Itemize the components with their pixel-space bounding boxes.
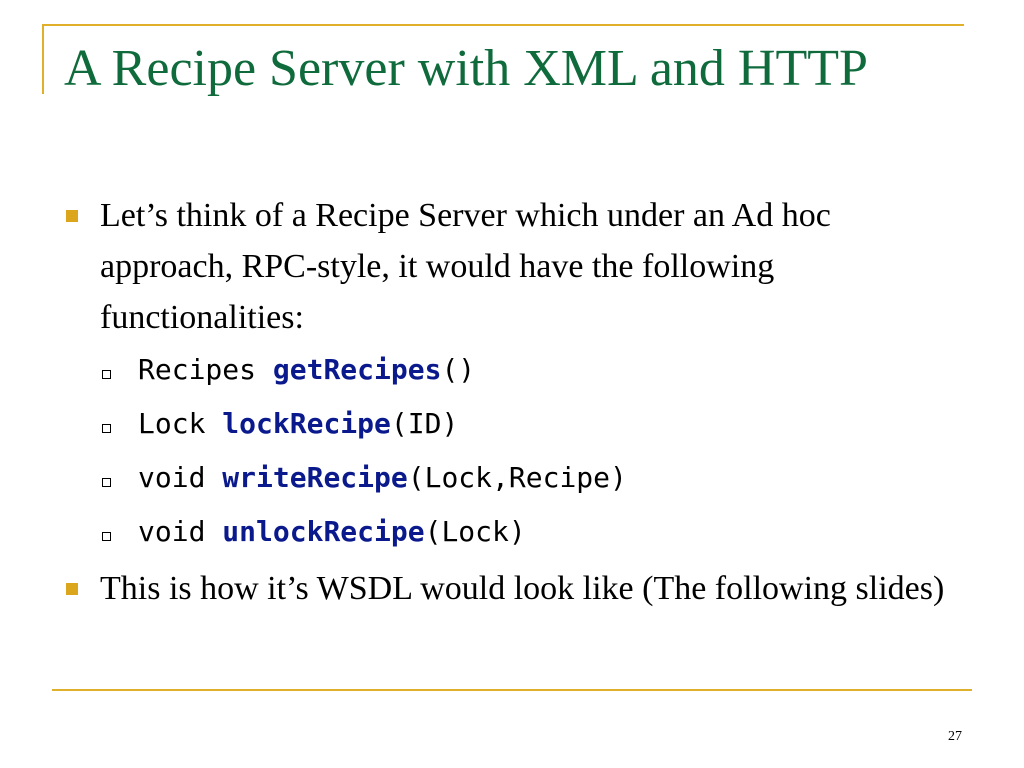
function-params: (Lock) bbox=[424, 515, 526, 548]
return-type: Recipes bbox=[138, 353, 257, 386]
return-type: void bbox=[138, 515, 206, 548]
square-bullet-icon bbox=[66, 583, 78, 595]
function-item-lock-recipe: Lock lockRecipe(ID) bbox=[62, 397, 962, 451]
page-number: 27 bbox=[948, 729, 962, 744]
function-list: Recipes getRecipes() Lock lockRecipe(ID)… bbox=[62, 343, 962, 559]
title-top-rule bbox=[42, 24, 964, 26]
bullet-item-1: Let’s think of a Recipe Server which und… bbox=[62, 190, 962, 343]
function-name: writeRecipe bbox=[222, 461, 408, 494]
hollow-square-bullet-icon bbox=[102, 478, 111, 487]
function-name: getRecipes bbox=[272, 353, 442, 386]
footer-rule bbox=[52, 689, 972, 691]
slide-title: A Recipe Server with XML and HTTP bbox=[64, 40, 868, 97]
function-params: (Lock,Recipe) bbox=[407, 461, 627, 494]
title-left-rule bbox=[42, 24, 44, 94]
slide-content: Let’s think of a Recipe Server which und… bbox=[62, 190, 962, 614]
bullet-text: Let’s think of a Recipe Server which und… bbox=[100, 197, 831, 336]
function-params: (ID) bbox=[390, 407, 459, 440]
function-item-unlock-recipe: void unlockRecipe(Lock) bbox=[62, 505, 962, 559]
function-name: unlockRecipe bbox=[222, 515, 425, 548]
return-type: void bbox=[138, 461, 206, 494]
square-bullet-icon bbox=[66, 210, 78, 222]
bullet-item-2: This is how it’s WSDL would look like (T… bbox=[62, 563, 962, 614]
function-params: () bbox=[441, 353, 476, 386]
function-item-get-recipes: Recipes getRecipes() bbox=[62, 343, 962, 397]
function-item-write-recipe: void writeRecipe(Lock,Recipe) bbox=[62, 451, 962, 505]
return-type: Lock bbox=[138, 407, 206, 440]
hollow-square-bullet-icon bbox=[102, 424, 111, 433]
bullet-text: This is how it’s WSDL would look like (T… bbox=[100, 570, 945, 607]
hollow-square-bullet-icon bbox=[102, 370, 111, 379]
function-name: lockRecipe bbox=[222, 407, 391, 440]
hollow-square-bullet-icon bbox=[102, 532, 111, 541]
